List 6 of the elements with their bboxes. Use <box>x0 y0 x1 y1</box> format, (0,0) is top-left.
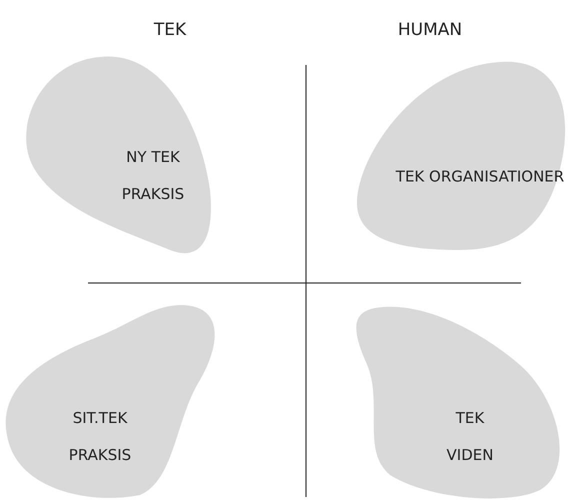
column-heading: TEK <box>154 20 186 40</box>
column-heading: HUMAN <box>398 20 462 40</box>
blob-label: TEK VIDEN <box>446 408 494 466</box>
blob-label: SIT.TEK PRAKSIS <box>68 408 132 466</box>
blob-label: NY TEK PRAKSIS <box>120 147 186 205</box>
blob-label: TEK ORGANISATIONER <box>394 166 566 188</box>
